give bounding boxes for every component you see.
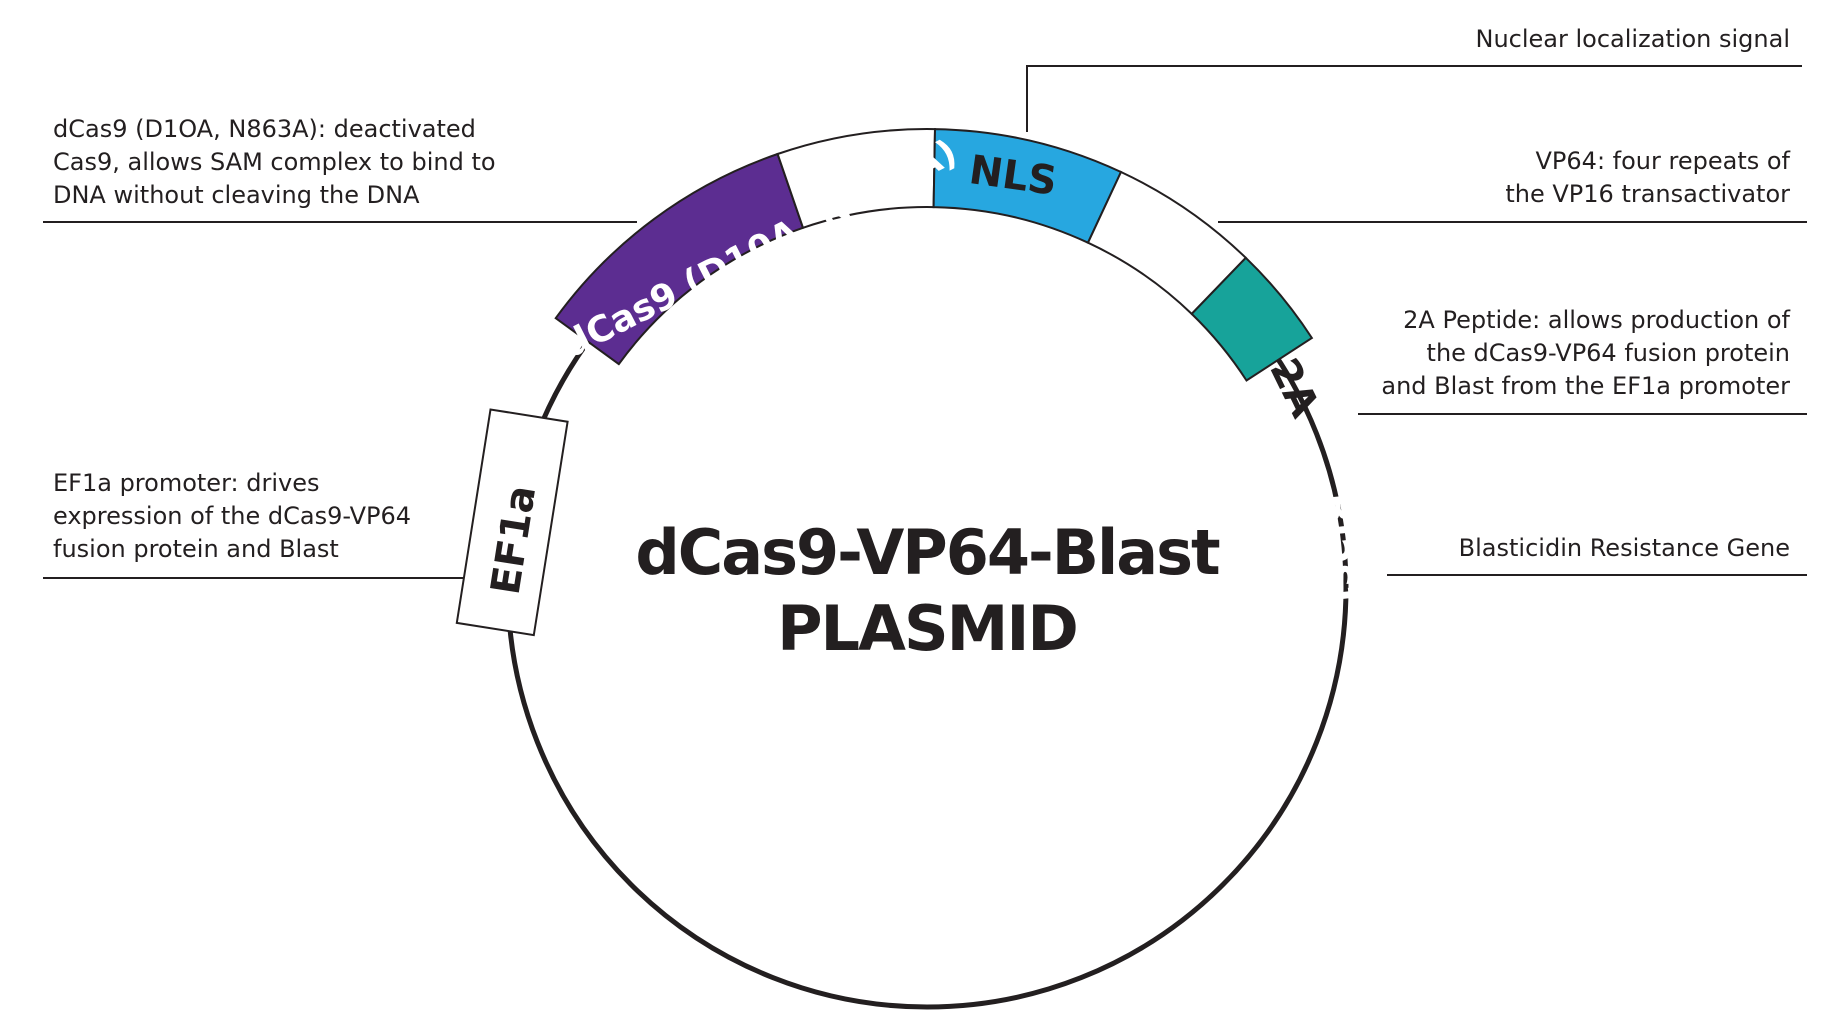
plasmid-subtitle: PLASMID	[777, 592, 1077, 665]
annotation-2a-line3: and Blast from the EF1a promoter	[1381, 372, 1790, 400]
segment-label-blast: Blast	[1311, 491, 1369, 609]
annotation-vp64-line2: the VP16 transactivator	[1505, 180, 1790, 208]
annotation-blast-line1: Blasticidin Resistance Gene	[1459, 534, 1790, 562]
segment-blast	[1190, 256, 1314, 382]
annotation-ef1a-line1: EF1a promoter: drives	[53, 469, 319, 497]
annotation-ef1a-line2: expression of the dCas9-VP64	[53, 502, 411, 530]
annotation-nls: Nuclear localization signal	[1476, 25, 1790, 53]
annotation-dcas9-line2: Cas9, allows SAM complex to bind to	[53, 148, 496, 176]
annotation-2a-line1: 2A Peptide: allows production of	[1403, 306, 1790, 334]
segment-ef1a	[455, 408, 569, 637]
annotation-ef1a: EF1a promoter: drives expression of the …	[53, 469, 411, 563]
leader-lines	[43, 65, 1807, 579]
leader-line-nls	[1026, 65, 1802, 132]
annotation-blast: Blasticidin Resistance Gene	[1459, 534, 1790, 562]
annotation-2a-line2: the dCas9-VP64 fusion protein	[1427, 339, 1790, 367]
annotation-vp64: VP64: four repeats of the VP16 transacti…	[1505, 147, 1790, 208]
annotation-dcas9-line1: dCas9 (D1OA, N863A): deactivated	[53, 115, 476, 143]
annotation-vp64-line1: VP64: four repeats of	[1536, 147, 1791, 175]
annotation-dcas9-line3: DNA without cleaving the DNA	[53, 181, 420, 209]
annotation-nls-line1: Nuclear localization signal	[1476, 25, 1790, 53]
plasmid-title: dCas9-VP64-Blast	[635, 516, 1220, 589]
annotation-dcas9: dCas9 (D1OA, N863A): deactivated Cas9, a…	[53, 115, 496, 209]
annotation-ef1a-line3: fusion protein and Blast	[53, 535, 339, 563]
annotation-2a: 2A Peptide: allows production of the dCa…	[1381, 306, 1790, 400]
